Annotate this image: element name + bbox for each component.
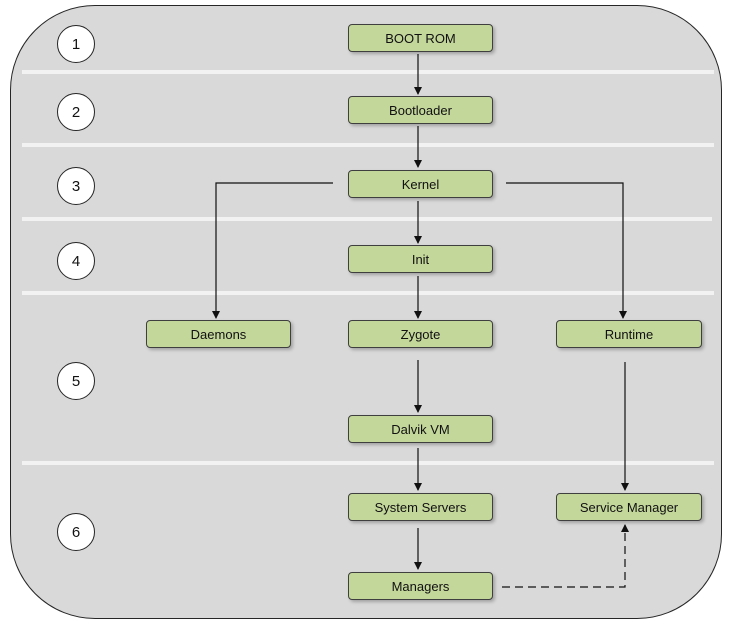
stage-separator-3-4 [22, 217, 712, 221]
node-service-manager: Service Manager [556, 493, 702, 521]
node-init: Init [348, 245, 493, 273]
stage-number-6: 6 [57, 513, 95, 551]
node-boot-rom: BOOT ROM [348, 24, 493, 52]
node-system-servers: System Servers [348, 493, 493, 521]
stage-separator-4-5 [22, 291, 714, 295]
arrow-kernel-to-daemons [212, 182, 333, 319]
node-bootloader: Bootloader [348, 96, 493, 124]
stage-separator-2-3 [22, 143, 714, 147]
stage-separator-1-2 [22, 70, 714, 74]
node-managers: Managers [348, 572, 493, 600]
arrow-kernel-to-runtime [506, 182, 627, 319]
node-zygote: Zygote [348, 320, 493, 348]
stage-number-3: 3 [57, 167, 95, 205]
stage-number-5: 5 [57, 362, 95, 400]
stage-number-4: 4 [57, 242, 95, 280]
node-runtime: Runtime [556, 320, 702, 348]
dashed-arrow-managers-to-service-manager [502, 524, 629, 588]
node-daemons: Daemons [146, 320, 291, 348]
stage-separator-5-6 [22, 461, 714, 465]
node-dalvik-vm: Dalvik VM [348, 415, 493, 443]
stage-number-1: 1 [57, 25, 95, 63]
stage-number-2: 2 [57, 93, 95, 131]
node-kernel: Kernel [348, 170, 493, 198]
